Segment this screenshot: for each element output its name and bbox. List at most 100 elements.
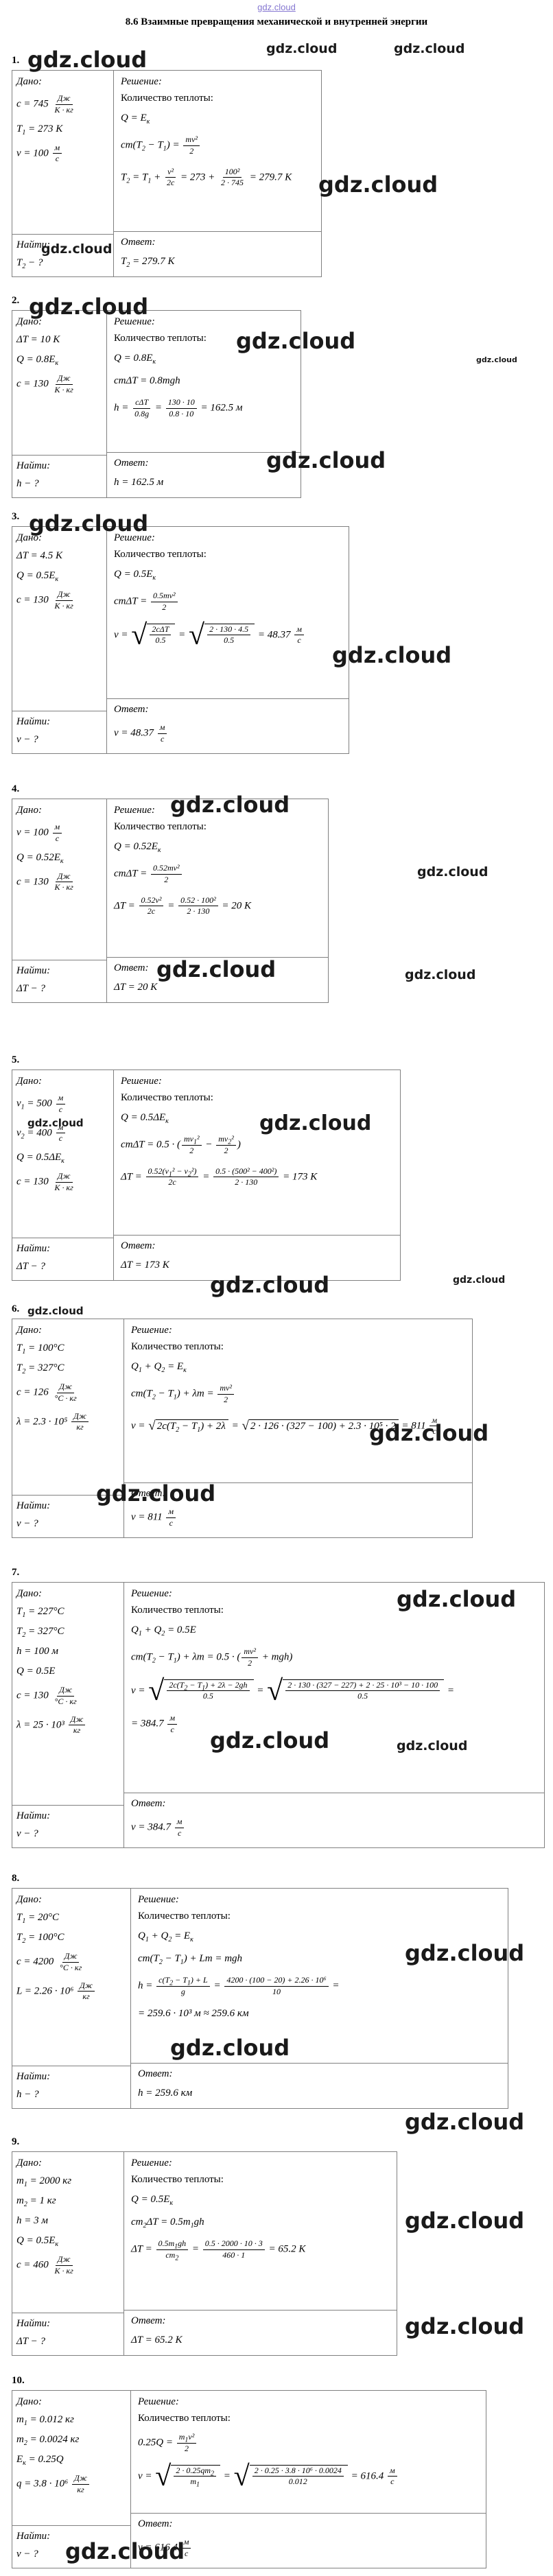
fraction-numerator: м [52, 143, 62, 154]
solution-label: Решение: [138, 2396, 179, 2407]
answer-line: h = 259.6 км [138, 2088, 193, 2099]
fraction: 0.5 · (500² − 400²)2 · 130 [213, 1166, 279, 1188]
answer-divider [114, 231, 321, 232]
fraction-numerator: Дж [55, 373, 73, 385]
subscript: 2 [23, 2201, 27, 2208]
subscript: 2 [158, 1959, 163, 1966]
subscript: 2 [152, 1393, 156, 1402]
fraction-denominator: К · кг [54, 2265, 73, 2276]
fraction-denominator: 0.5 [155, 635, 166, 646]
answer-line: ΔT = 65.2 К [131, 2335, 183, 2345]
watermark: gdz.cloud [397, 1738, 468, 1753]
subscript: к [152, 358, 156, 366]
fraction-numerator: 100² [222, 167, 242, 178]
fraction-denominator: с [177, 1828, 182, 1839]
subscript: к [55, 576, 59, 583]
answer-divider [107, 698, 349, 700]
find-line: v − ? [16, 1828, 38, 1839]
fraction-denominator: 2 · 745 [221, 178, 244, 188]
subscript: 1 [193, 1138, 197, 1146]
fraction-denominator: с [170, 1724, 174, 1734]
fraction-denominator: кг [76, 1422, 84, 1432]
problem-number: 3. [12, 511, 20, 522]
find-label: Найти: [16, 1810, 51, 1821]
given-line: Q = 0.5Eк [16, 570, 59, 583]
fraction-numerator: м [52, 822, 62, 834]
fraction-denominator: 2c [147, 906, 156, 917]
fraction-denominator: 10 [272, 1986, 281, 1996]
given-line: h = 100 м [16, 1646, 58, 1657]
subscript: 1 [23, 2181, 27, 2188]
solution-line: v = √2c(T2 − T1) + 2λ = √2 · 126 · (327 … [131, 1415, 465, 1437]
solution-intro: Количество теплоты: [131, 2174, 224, 2185]
fraction-denominator: с [58, 1133, 63, 1144]
watermark: gdz.cloud [170, 2035, 290, 2061]
given-line: T2 = 327°C [16, 1362, 64, 1375]
fraction-numerator: Дж [62, 1951, 80, 1963]
solution-intro: Количество теплоты: [131, 1341, 224, 1352]
watermark: gdz.cloud [29, 294, 149, 320]
problem-number: 5. [12, 1054, 20, 1065]
site-link[interactable]: gdz.cloud [257, 2, 296, 12]
given-line: T1 = 227°C [16, 1606, 64, 1619]
subscript: к [157, 847, 161, 854]
watermark: gdz.cloud [476, 355, 517, 364]
subscript: 1 [196, 2481, 200, 2489]
answer-label: Ответ: [114, 962, 149, 973]
page-title: 8.6 Взаимные превращения механической и … [125, 16, 428, 27]
fraction-numerator: 0.5mv² [151, 591, 178, 602]
subscript: к [152, 574, 156, 582]
given-divider [12, 1495, 123, 1496]
fraction-denominator: 2 [189, 145, 194, 156]
fraction-numerator: 130 · 10 [165, 397, 197, 409]
watermark: gdz.cloud [27, 47, 148, 73]
watermark: gdz.cloud [96, 1480, 216, 1506]
fraction-denominator: кг [73, 1725, 81, 1736]
given-line: h = 3 м [16, 2215, 48, 2226]
problem-number: 7. [12, 1567, 20, 1578]
solution-label: Решение: [114, 532, 155, 543]
find-line: T2 − ? [16, 257, 43, 270]
given-line: Q = 0.52Eк [16, 851, 64, 865]
watermark: gdz.cloud [417, 864, 489, 879]
fraction-numerator: м [166, 1507, 176, 1519]
fraction-denominator: с [432, 1426, 436, 1437]
subscript: 1 [148, 177, 152, 185]
solution-intro: Количество теплоты: [138, 1911, 231, 1922]
given-line: T1 = 20°C [16, 1912, 59, 1925]
subscript: 1 [145, 1936, 149, 1943]
fraction-numerator: м [157, 723, 167, 735]
problem-number: 10. [12, 2375, 25, 2386]
given-label: Дано: [16, 532, 42, 543]
solution-line: cm2ΔT = 0.5m1gh [131, 2217, 204, 2230]
watermark: gdz.cloud [397, 1586, 517, 1612]
given-line: ΔT = 10 К [16, 334, 60, 345]
fraction-denominator: с [184, 2549, 189, 2559]
solution-label: Решение: [131, 1588, 172, 1599]
subscript: 2 [22, 1368, 26, 1375]
solution-label: Решение: [114, 805, 155, 816]
subscript: 1 [190, 2222, 194, 2230]
fraction-denominator: 2 [248, 1657, 252, 1668]
subscript: к [146, 118, 150, 126]
